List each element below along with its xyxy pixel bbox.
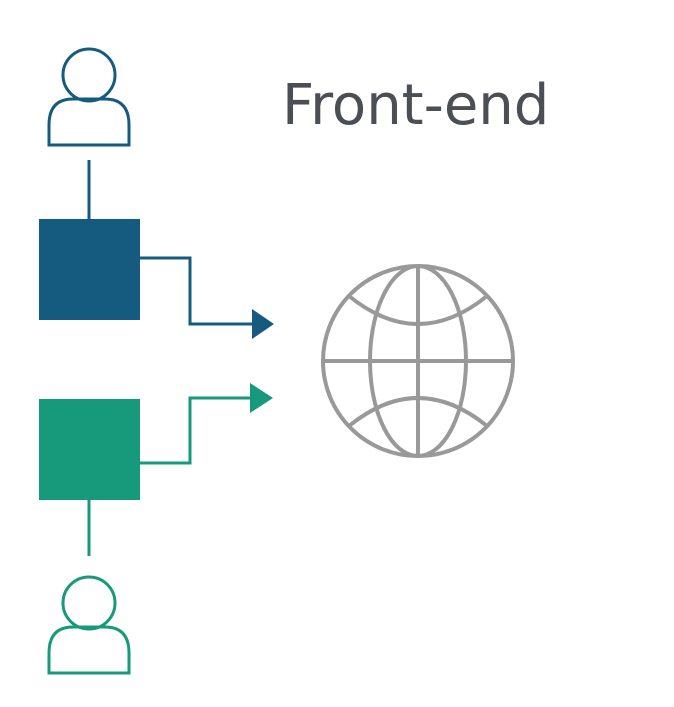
bottom-flow-arrowhead xyxy=(250,383,273,413)
bottom-user-icon xyxy=(47,575,131,675)
top-user-block xyxy=(39,219,140,320)
top-user-icon xyxy=(47,47,131,147)
globe-icon xyxy=(321,264,515,458)
top-flow-arrowhead xyxy=(252,309,274,339)
bottom-user-block xyxy=(39,399,140,500)
diagram-title: Front-end xyxy=(282,73,550,138)
bottom-flow-line xyxy=(140,396,250,465)
top-flow-line xyxy=(140,256,252,326)
